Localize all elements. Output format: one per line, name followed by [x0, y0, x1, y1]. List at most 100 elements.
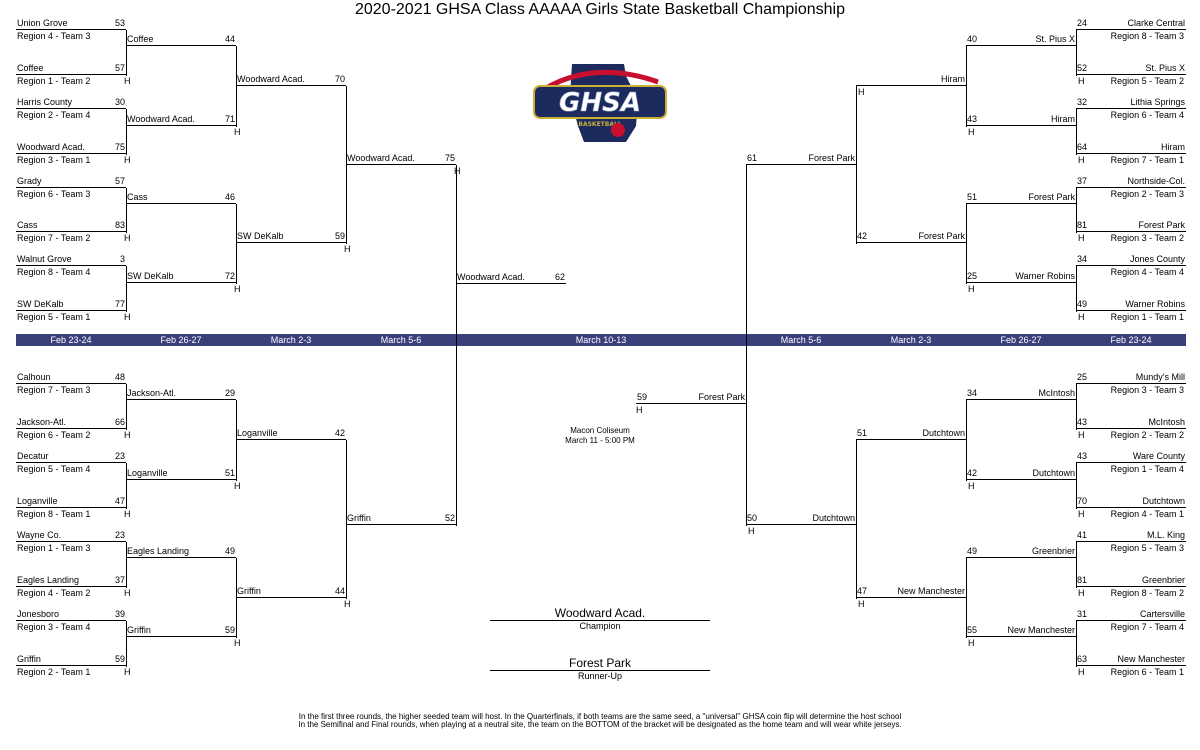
- venue-info: Macon Coliseum March 11 - 5:00 PM: [540, 426, 660, 446]
- team-score: 43: [967, 114, 978, 124]
- home-indicator: H: [968, 481, 975, 491]
- home-indicator: H: [234, 284, 241, 294]
- team-score: 59: [637, 392, 648, 402]
- bracket-connector: [1076, 621, 1077, 667]
- team-score: 29: [224, 388, 235, 398]
- right-semifinal-team: Forest Park 59: [636, 392, 746, 404]
- home-indicator: H: [1078, 155, 1085, 165]
- home-indicator: H: [858, 599, 865, 609]
- seed-label: Region 8 - Team 4: [17, 267, 91, 277]
- round-date-label: Feb 23-24: [1110, 335, 1152, 345]
- note-line: In the first three rounds, the higher se…: [298, 712, 902, 721]
- round-dates-banner: [16, 334, 1186, 346]
- venue-name: Macon Coliseum: [570, 426, 630, 435]
- team-score: 83: [114, 220, 125, 230]
- team-name: Loganville: [237, 428, 278, 438]
- team-name: Calhoun: [17, 372, 51, 382]
- team-name: St. Pius X: [1145, 63, 1185, 73]
- team-name: Ware County: [1132, 451, 1185, 461]
- team-name: Coffee: [127, 34, 154, 44]
- bracket-connector: [1076, 266, 1077, 312]
- home-indicator: H: [968, 284, 975, 294]
- team-name: Dutchtown: [1142, 496, 1185, 506]
- seed-label: Region 1 - Team 4: [1110, 464, 1184, 474]
- bracket-connector: [746, 165, 747, 526]
- page-title: 2020-2021 GHSA Class AAAAA Girls State B…: [354, 1, 846, 18]
- team-score: 42: [857, 231, 868, 241]
- seed-label: Region 7 - Team 3: [17, 385, 91, 395]
- team-score: 51: [967, 192, 978, 202]
- bracket-notes: In the first three rounds, the higher se…: [200, 713, 1000, 729]
- bracket-connector: [236, 46, 237, 127]
- seed-label: Region 6 - Team 2: [17, 430, 91, 440]
- team-name: Forest Park: [698, 392, 745, 402]
- team-name: Cartersville: [1139, 609, 1185, 619]
- team-score: 47: [114, 496, 125, 506]
- home-indicator: H: [234, 638, 241, 648]
- bracket-connector: [126, 621, 127, 667]
- home-indicator: H: [1078, 430, 1085, 440]
- team-score: 44: [224, 34, 235, 44]
- home-indicator: H: [124, 155, 131, 165]
- seed-label: Region 8 - Team 3: [1110, 31, 1184, 41]
- champion-label: Champion: [579, 621, 621, 631]
- bracket-connector: [856, 440, 857, 599]
- team-score: 49: [1077, 299, 1088, 309]
- bracket-connector: [236, 204, 237, 284]
- team-score: 44: [334, 586, 345, 596]
- right-r2-team: McIntosh 34: [966, 388, 1076, 400]
- home-indicator: H: [124, 430, 131, 440]
- team-score: 31: [1077, 609, 1088, 619]
- team-name: Wayne Co.: [17, 530, 62, 540]
- home-indicator: H: [1078, 667, 1085, 677]
- bracket-connector: [1076, 188, 1077, 233]
- team-score: 49: [224, 546, 235, 556]
- venue-datetime: March 11 - 5:00 PM: [565, 436, 635, 445]
- bracket-connector: [126, 30, 127, 76]
- team-score: 55: [967, 625, 978, 635]
- team-name: Cass: [17, 220, 38, 230]
- bracket-connector: [1076, 542, 1077, 588]
- seed-label: Region 3 - Team 1: [17, 155, 91, 165]
- bracket-connector: [346, 86, 347, 244]
- team-score: 34: [967, 388, 978, 398]
- home-indicator: H: [234, 127, 241, 137]
- team-name: Coffee: [17, 63, 44, 73]
- team-name: St. Pius X: [1035, 34, 1075, 44]
- seed-label: Region 5 - Team 3: [1110, 543, 1184, 553]
- team-name: McIntosh: [1038, 388, 1075, 398]
- home-indicator: H: [124, 312, 131, 322]
- runner-up-box: Forest Park Runner-Up: [490, 656, 710, 682]
- team-score: 48: [114, 372, 125, 382]
- bracket-connector: [1076, 463, 1077, 509]
- bracket-connector: [1076, 109, 1077, 155]
- seed-label: Region 7 - Team 4: [1110, 622, 1184, 632]
- team-name: Griffin: [17, 654, 41, 664]
- left-r1-team: Calhoun 48: [16, 372, 126, 384]
- team-name: Northside-Col.: [1127, 176, 1185, 186]
- home-indicator: H: [454, 166, 461, 176]
- team-score: 32: [1077, 97, 1088, 107]
- left-r1-team: Cass 83: [16, 220, 126, 232]
- team-name: New Manchester: [1117, 654, 1185, 664]
